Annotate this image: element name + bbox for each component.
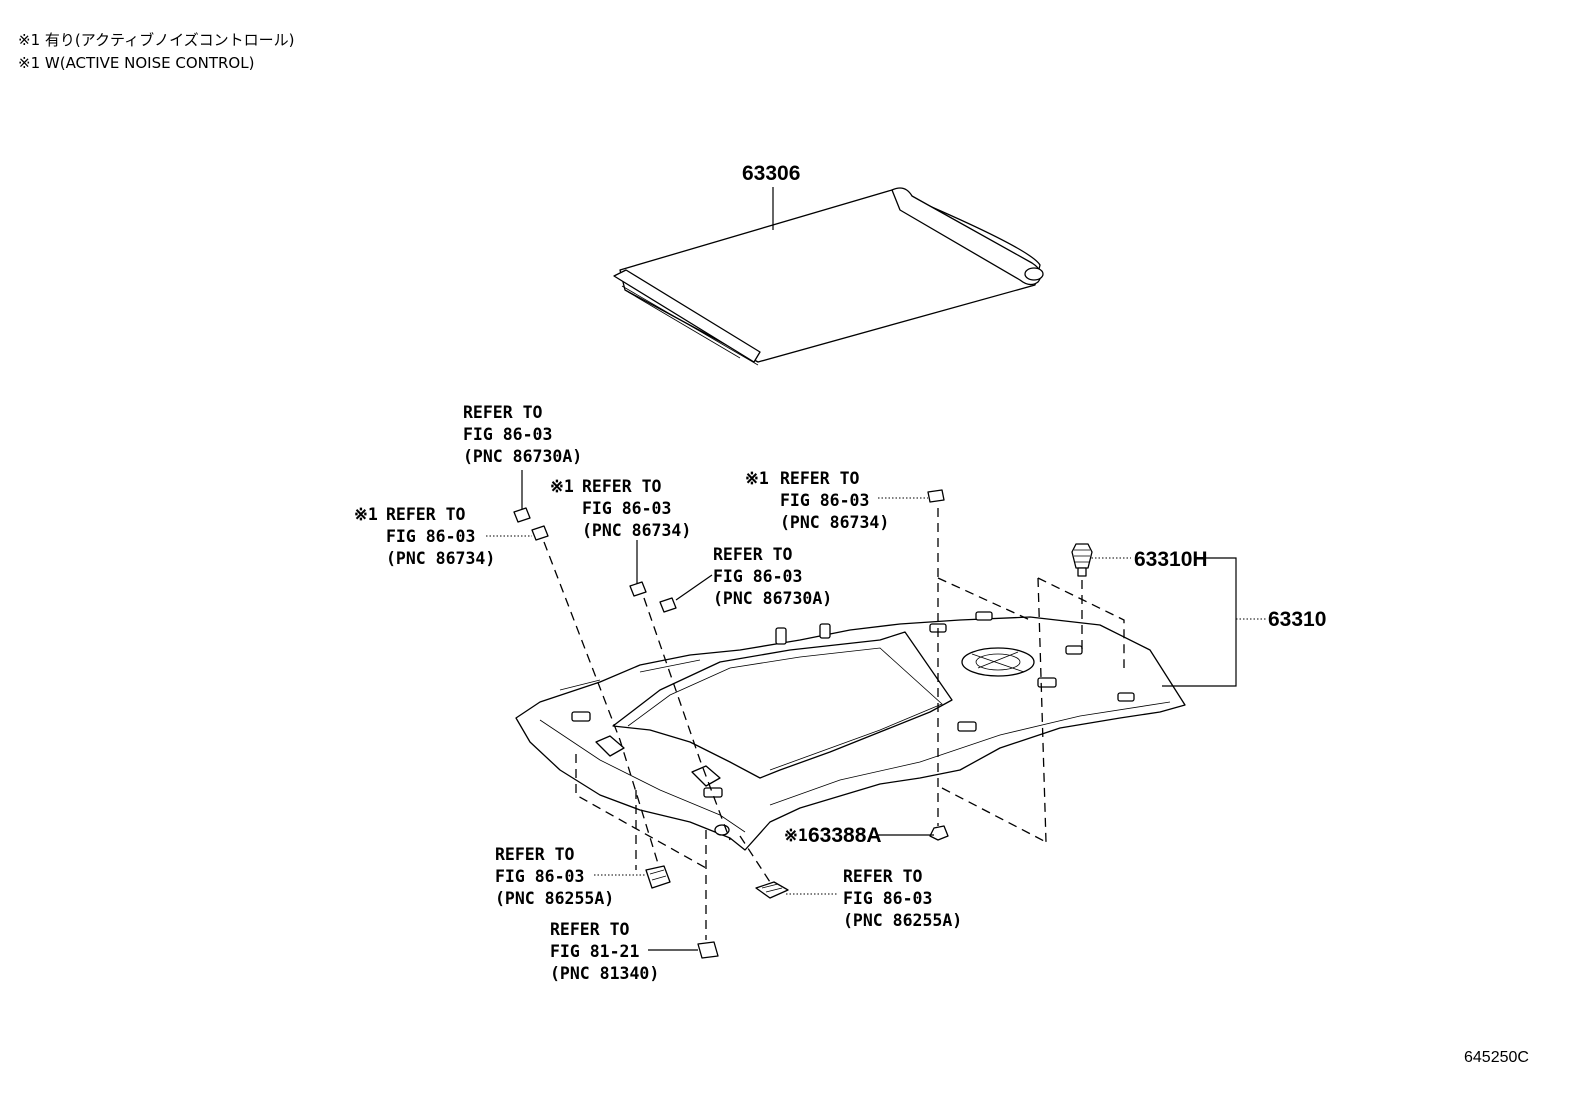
svg-text:REFER TO: REFER TO <box>713 545 793 564</box>
note-english: ※1 W(ACTIVE NOISE CONTROL) <box>18 54 254 72</box>
connector-86734-center-part[interactable] <box>629 581 647 597</box>
svg-text:FIG 86-03: FIG 86-03 <box>713 567 802 586</box>
svg-text:FIG 86-03: FIG 86-03 <box>780 491 869 510</box>
svg-text:REFER TO: REFER TO <box>582 477 662 496</box>
ref-callout-86734-right: ※1 REFER TO FIG 86-03 (PNC 86734) <box>745 469 889 532</box>
lamp-81340-part[interactable] <box>697 941 719 959</box>
pn-63388a: 63388A <box>808 824 882 847</box>
figure-id: 645250C <box>1464 1049 1529 1066</box>
svg-text:FIG 86-03: FIG 86-03 <box>495 867 584 886</box>
svg-text:FIG 86-03: FIG 86-03 <box>843 889 932 908</box>
svg-text:※1: ※1 <box>550 477 574 496</box>
connector-86734-right-part[interactable] <box>927 489 945 503</box>
connector-86734-left-part[interactable] <box>531 525 549 541</box>
note-japanese: ※1 有り(アクティブノイズコントロール) <box>18 31 295 49</box>
lamp-86255a-left-part[interactable] <box>645 865 671 889</box>
svg-text:(PNC 86255A): (PNC 86255A) <box>495 889 614 908</box>
ref-callout-86734-center: ※1 REFER TO FIG 86-03 (PNC 86734) <box>550 477 691 540</box>
svg-text:REFER TO: REFER TO <box>495 845 575 864</box>
ref-callout-86255a-right: REFER TO FIG 86-03 (PNC 86255A) <box>843 867 962 930</box>
ref-callout-86255a-left: REFER TO FIG 86-03 (PNC 86255A) <box>495 845 614 908</box>
svg-text:REFER TO: REFER TO <box>843 867 923 886</box>
ref-callout-86734-left: ※1 REFER TO FIG 86-03 (PNC 86734) <box>354 505 495 568</box>
svg-text:FIG 81-21: FIG 81-21 <box>550 942 639 961</box>
pn-63310h: 63310H <box>1134 548 1208 571</box>
svg-text:※1: ※1 <box>745 469 769 488</box>
ref-callout-81340: REFER TO FIG 81-21 (PNC 81340) <box>550 920 659 983</box>
pn-63306: 63306 <box>742 162 800 185</box>
svg-text:REFER TO: REFER TO <box>550 920 630 939</box>
clip-63310h-part[interactable] <box>1071 543 1093 577</box>
svg-text:(PNC 86730A): (PNC 86730A) <box>713 589 832 608</box>
sunshade-part[interactable] <box>613 187 1044 366</box>
svg-text:FIG 86-03: FIG 86-03 <box>582 499 671 518</box>
svg-text:FIG 86-03: FIG 86-03 <box>463 425 552 444</box>
svg-text:(PNC 86734): (PNC 86734) <box>386 549 495 568</box>
svg-text:※1: ※1 <box>354 505 378 524</box>
holder-63388a-part[interactable] <box>929 825 949 841</box>
svg-text:(PNC 86734): (PNC 86734) <box>780 513 889 532</box>
connector-86730a-top-part[interactable] <box>513 507 531 523</box>
ref-callout-86730a-center: REFER TO FIG 86-03 (PNC 86730A) <box>713 545 832 608</box>
svg-text:(PNC 81340): (PNC 81340) <box>550 964 659 983</box>
svg-text:(PNC 86730A): (PNC 86730A) <box>463 447 582 466</box>
svg-text:(PNC 86255A): (PNC 86255A) <box>843 911 962 930</box>
holder-mark: ※1 <box>784 826 808 845</box>
svg-text:FIG 86-03: FIG 86-03 <box>386 527 475 546</box>
svg-text:REFER TO: REFER TO <box>780 469 860 488</box>
svg-text:REFER TO: REFER TO <box>463 403 543 422</box>
pn-63310: 63310 <box>1268 608 1326 631</box>
ref-callout-86730a-top: REFER TO FIG 86-03 (PNC 86730A) <box>463 403 582 466</box>
svg-text:(PNC 86734): (PNC 86734) <box>582 521 691 540</box>
connector-86730a-center-part[interactable] <box>659 597 677 613</box>
lamp-86255a-right-part[interactable] <box>755 881 789 899</box>
headliner-part[interactable] <box>515 611 1186 851</box>
svg-text:REFER TO: REFER TO <box>386 505 466 524</box>
